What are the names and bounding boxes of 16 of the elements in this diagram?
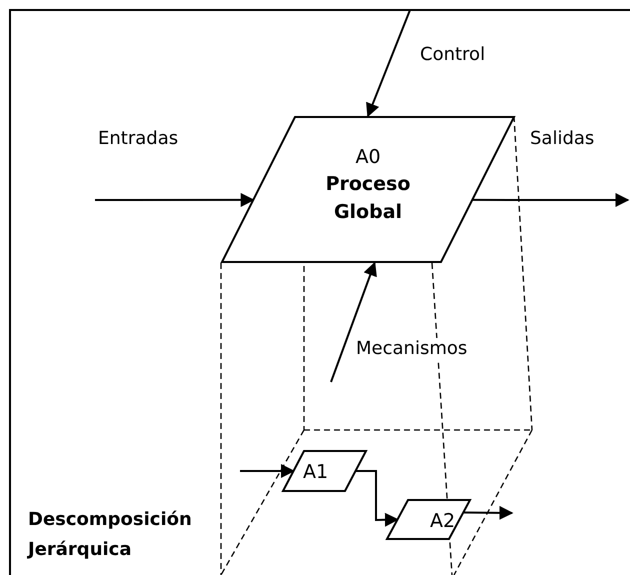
process-parallelogram [387,499,470,540]
diagram-note: Descomposición Jerárquica [28,508,193,562]
arrow [240,464,295,478]
process-id: A1 [303,460,328,485]
arrow [472,193,630,207]
arrow [366,10,411,118]
process-id: A0 [354,145,382,170]
process-title: Proceso Global [324,172,412,225]
edge-label: Mecanismos [356,338,468,359]
arrow [463,506,514,520]
process-parallelogram [283,450,366,492]
arrow [95,192,255,207]
process-id: A2 [430,509,456,534]
process-parallelogram [222,116,514,263]
arrow [330,262,377,382]
arrow [356,470,399,527]
